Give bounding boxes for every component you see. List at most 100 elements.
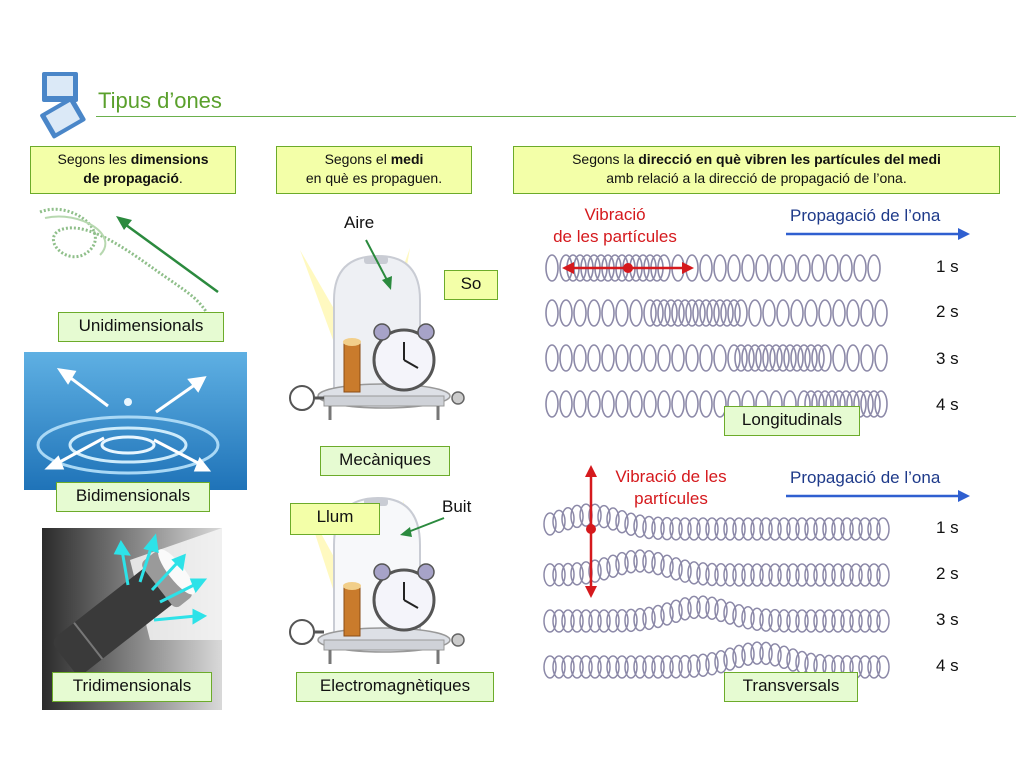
spring-coil <box>876 655 890 679</box>
trans-time-2: 2 s <box>936 564 959 583</box>
spring-coil <box>832 344 846 372</box>
label-tridimensionals: Tridimensionals <box>52 672 212 702</box>
spring-coil <box>849 563 863 587</box>
spring-coil <box>606 554 620 578</box>
long-time-3: 3 s <box>936 349 959 368</box>
spring-coil <box>587 390 601 418</box>
spring-coil <box>543 512 557 536</box>
spring-coil <box>825 254 839 282</box>
spring-coil <box>755 344 769 372</box>
spring-coil <box>671 390 685 418</box>
spring-coil <box>853 254 867 282</box>
trans-time-1: 1 s <box>936 518 959 537</box>
spring-coil <box>741 642 755 666</box>
uni-arrow <box>116 216 219 294</box>
spring-coil <box>669 655 683 679</box>
label-transversals: Transversals <box>724 672 858 702</box>
spring-coil <box>642 515 656 540</box>
spring-coil <box>660 554 674 578</box>
slide-title: Tipus d’ones <box>98 88 222 113</box>
spring-coil <box>723 517 737 541</box>
spring-coil <box>660 655 674 679</box>
spring-coil <box>699 390 713 418</box>
spring-coil <box>570 504 584 529</box>
spring-coil <box>876 517 890 541</box>
spring-coil <box>570 609 584 633</box>
spring-coil <box>769 254 783 282</box>
spring-coil <box>822 563 836 587</box>
spring-coil <box>588 559 602 583</box>
spring-coil <box>786 517 800 541</box>
spring-coil <box>768 643 782 667</box>
spring-coil <box>573 299 587 327</box>
spring-coil <box>633 607 647 632</box>
spring-coil <box>741 563 755 587</box>
spring-coil <box>543 609 557 633</box>
title-divider <box>96 116 1016 117</box>
spring-coil <box>714 598 728 623</box>
spring-coil <box>777 609 791 633</box>
long-time-4: 4 s <box>936 395 959 414</box>
spring-coil <box>678 597 692 621</box>
spring-coil <box>840 517 854 541</box>
label-llum: Llum <box>290 503 380 535</box>
spring-coil <box>748 299 762 327</box>
aire-arrow <box>365 239 392 290</box>
spring-coil <box>561 562 575 587</box>
spring-coil <box>633 514 647 538</box>
label-so: So <box>444 270 498 300</box>
spring-coil <box>849 609 863 633</box>
spring-coil <box>552 509 566 534</box>
spring-coil <box>768 517 782 541</box>
spring-coil <box>588 609 602 633</box>
spring-coil <box>545 254 559 282</box>
trans-vibracio-label: Vibració de les partícules <box>600 466 742 510</box>
spring-coil <box>559 299 573 327</box>
spring-coil <box>606 609 620 633</box>
trans-time-4: 4 s <box>936 656 959 675</box>
spring-coil <box>624 512 638 536</box>
spring-coil <box>723 601 737 625</box>
spring-coil <box>579 609 593 633</box>
spring-coil <box>685 390 699 418</box>
spring-coil <box>687 561 701 585</box>
spring-coil <box>678 559 692 583</box>
spring-coil <box>601 390 615 418</box>
spring-coil <box>705 596 719 620</box>
longitudinal-springs <box>545 254 888 418</box>
spring-coil <box>831 517 845 541</box>
spring-coil <box>762 299 776 327</box>
spring-coil <box>651 655 665 679</box>
spring-coil <box>818 299 832 327</box>
spring-coil <box>615 299 629 327</box>
header-dimensions-post: . <box>178 170 183 186</box>
spring-coil <box>874 299 888 327</box>
spring-coil <box>685 299 699 327</box>
spring-coil <box>813 517 827 541</box>
spring-coil <box>633 655 647 679</box>
spring-coil <box>755 254 769 282</box>
spring-coil <box>587 299 601 327</box>
header-direccio-pre: Segons la <box>572 151 639 167</box>
spring-coil <box>687 654 701 678</box>
spring-coil <box>559 390 573 418</box>
spring-coil <box>705 652 719 676</box>
long-time-2: 2 s <box>936 302 959 321</box>
header-medi: Segons el medi en què es propaguen. <box>276 146 472 194</box>
string-image <box>39 207 212 319</box>
spring-coil <box>790 299 804 327</box>
spring-coil <box>685 344 699 372</box>
spring-coil <box>559 344 573 372</box>
spring-coil <box>642 606 656 631</box>
spring-coil <box>699 299 713 327</box>
spring-coil <box>714 649 728 674</box>
spring-coil <box>606 655 620 679</box>
spring-coil <box>858 655 872 679</box>
spring-coil <box>606 507 620 531</box>
spring-coil <box>699 254 713 282</box>
spring-coil <box>797 344 811 372</box>
spring-coil <box>860 344 874 372</box>
long-vibracio-line1: Vibració <box>584 205 646 224</box>
spring-coil <box>651 551 665 576</box>
spring-coil <box>624 608 638 633</box>
